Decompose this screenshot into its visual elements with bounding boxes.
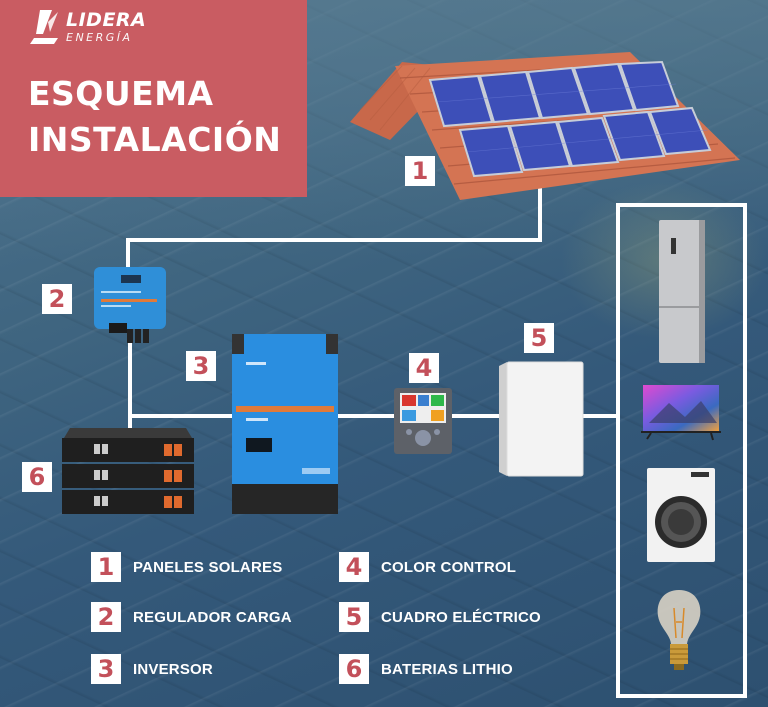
legend-item-6: 6 BATERIAS LITHIO bbox=[339, 654, 513, 684]
wire-panels-down bbox=[538, 188, 542, 240]
washing-machine-icon bbox=[647, 468, 715, 564]
wire-main-bus bbox=[128, 414, 618, 418]
badge-inverter: 3 bbox=[186, 351, 216, 381]
legend-label: BATERIAS LITHIO bbox=[381, 660, 513, 678]
appliances-frame bbox=[616, 203, 747, 698]
badge-charge-controller: 2 bbox=[42, 284, 72, 314]
badge-batteries: 6 bbox=[22, 462, 52, 492]
title-line-1: ESQUEMA bbox=[28, 74, 214, 113]
lithium-batteries-device bbox=[60, 428, 196, 518]
legend-label: PANELES SOLARES bbox=[133, 558, 283, 576]
title-block: LIDERA ENERGÍA ESQUEMA INSTALACIÓN bbox=[0, 0, 307, 197]
legend-number: 6 bbox=[339, 654, 369, 684]
legend-item-3: 3 INVERSOR bbox=[91, 654, 213, 684]
legend-item-5: 5 CUADRO ELÉCTRICO bbox=[339, 602, 541, 632]
legend-number: 2 bbox=[91, 602, 121, 632]
brand-logo: LIDERA ENERGÍA bbox=[30, 8, 146, 46]
legend-label: COLOR CONTROL bbox=[381, 558, 517, 576]
wire-to-regulator bbox=[126, 238, 130, 268]
badge-solar-panels: 1 bbox=[405, 156, 435, 186]
brand-name: LIDERA bbox=[66, 9, 147, 31]
legend-label: INVERSOR bbox=[133, 660, 213, 678]
inverter-device bbox=[232, 334, 338, 514]
legend-number: 1 bbox=[91, 552, 121, 582]
legend-item-2: 2 REGULADOR CARGA bbox=[91, 602, 292, 632]
color-control-device bbox=[394, 388, 452, 454]
legend-label: CUADRO ELÉCTRICO bbox=[381, 608, 541, 626]
charge-controller-device bbox=[93, 265, 167, 345]
badge-electrical-panel: 5 bbox=[524, 323, 554, 353]
badge-color-control: 4 bbox=[409, 353, 439, 383]
wire-to-appliances bbox=[580, 414, 620, 418]
wire-regulator-down bbox=[128, 335, 132, 435]
brand-subtitle: ENERGÍA bbox=[66, 31, 133, 44]
legend-number: 3 bbox=[91, 654, 121, 684]
legend-item-1: 1 PANELES SOLARES bbox=[91, 552, 282, 582]
television-icon bbox=[641, 383, 721, 441]
legend-number: 5 bbox=[339, 602, 369, 632]
legend-item-4: 4 COLOR CONTROL bbox=[339, 552, 516, 582]
legend-number: 4 bbox=[339, 552, 369, 582]
lidera-logo-icon bbox=[30, 8, 60, 46]
refrigerator-icon bbox=[657, 220, 707, 365]
electrical-panel-device bbox=[497, 360, 585, 478]
wire-panels-horizontal bbox=[126, 238, 542, 242]
solar-panels-roof bbox=[340, 50, 750, 205]
legend-label: REGULADOR CARGA bbox=[133, 608, 292, 626]
light-bulb-icon bbox=[654, 588, 704, 674]
title-line-2: INSTALACIÓN bbox=[28, 120, 282, 159]
